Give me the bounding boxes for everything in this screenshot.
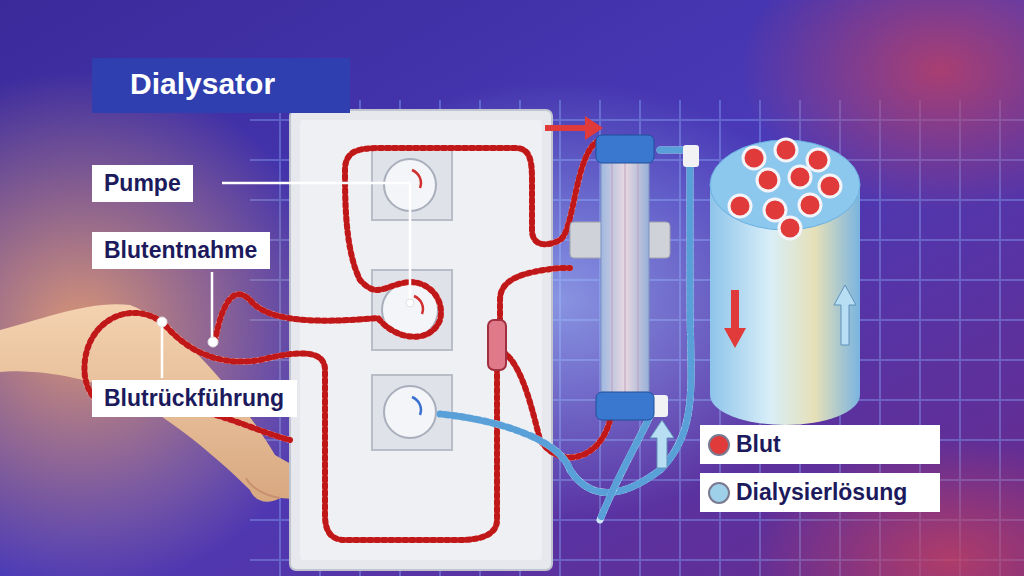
callout-label: Blutentnahme — [104, 237, 257, 263]
title-box: Dialysator — [92, 58, 350, 113]
callout-box: Blutentnahme — [92, 232, 270, 269]
legend-label: Blut — [736, 431, 781, 458]
legend-entry: Dialysierlösung — [700, 473, 940, 512]
callout-label: Pumpe — [104, 170, 181, 196]
legend-label: Dialysierlösung — [736, 479, 907, 506]
callout-box: Pumpe — [92, 165, 193, 202]
legend-swatch — [708, 434, 730, 456]
callout-box: Blutrückführung — [92, 380, 297, 417]
legend-entry: Blut — [700, 425, 940, 464]
title-text: Dialysator — [130, 67, 275, 100]
legend-swatch — [708, 482, 730, 504]
callout-label: Blutrückführung — [104, 385, 284, 411]
